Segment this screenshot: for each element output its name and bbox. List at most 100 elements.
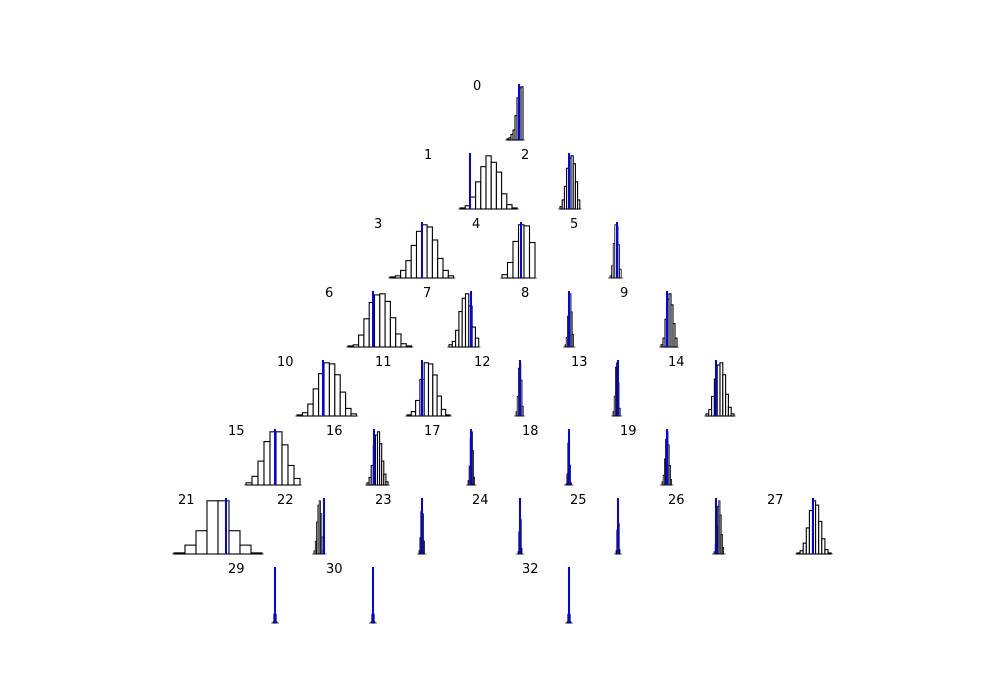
panel-label: 12 [474, 355, 491, 370]
histogram-panel-26: 26 [668, 493, 726, 555]
histogram-bar [577, 199, 581, 210]
histogram-bar [328, 363, 336, 417]
histogram-panel-12: 12 [474, 355, 526, 417]
histogram-bar [301, 412, 309, 417]
histogram-panel-10: 10 [277, 355, 359, 417]
histogram-bar [263, 441, 271, 486]
histogram-bar [520, 86, 524, 141]
histogram-panel-24: 24 [472, 493, 524, 555]
histogram-bar [394, 275, 402, 279]
histogram-bar [217, 500, 230, 555]
histogram-panel-25: 25 [570, 493, 622, 555]
panel-label: 26 [668, 493, 685, 508]
histogram-panel-27: 27 [767, 493, 834, 555]
histogram-panel-11: 11 [375, 355, 452, 417]
histogram-bar [384, 300, 391, 348]
histogram-bar [570, 482, 572, 486]
histogram-bar [389, 317, 397, 348]
histogram-bar [410, 411, 417, 417]
histogram-bar [426, 226, 433, 279]
histogram-bar [307, 403, 314, 417]
histogram-bar [251, 475, 259, 486]
histogram-bar [490, 161, 497, 210]
histogram-bar [379, 293, 386, 348]
histogram-panel-14: 14 [668, 355, 736, 417]
histogram-panel-32: 32 [522, 562, 573, 624]
histogram-panel-7: 7 [423, 286, 481, 348]
histogram-panel-3: 3 [374, 217, 456, 279]
panel-label: 21 [178, 493, 195, 508]
histogram-bar [501, 274, 509, 279]
panel-label: 25 [570, 493, 587, 508]
histogram-bar [571, 333, 574, 348]
histogram-panel-8: 8 [521, 286, 576, 348]
histogram-panel-13: 13 [571, 355, 623, 417]
panel-label: 4 [472, 217, 480, 232]
panel-label: 14 [668, 355, 685, 370]
histogram-bar [480, 166, 487, 210]
panel-label: 30 [326, 562, 343, 577]
histogram-bar [358, 334, 365, 348]
histogram-bar [239, 544, 252, 555]
histogram-bar [323, 362, 330, 417]
histogram-panel-1: 1 [424, 148, 520, 210]
panel-label: 7 [423, 286, 431, 301]
histogram-bar [730, 413, 735, 417]
panel-label: 2 [521, 148, 529, 163]
histogram-bar [373, 294, 381, 348]
histogram-panel-19: 19 [620, 424, 674, 486]
histogram-bar [474, 337, 480, 348]
histogram-panel-6: 6 [325, 286, 414, 348]
histogram-panel-0: 0 [473, 79, 525, 141]
histogram-bar [501, 193, 508, 210]
histogram-bar [619, 268, 622, 279]
histogram-bar [415, 399, 421, 417]
histogram-bar [350, 413, 357, 417]
histogram-bar [423, 540, 425, 555]
panel-label: 5 [570, 217, 578, 232]
panel-label: 10 [277, 355, 294, 370]
panel-label: 27 [767, 493, 784, 508]
histogram-bar [436, 395, 442, 417]
histogram-panel-21: 21 [172, 493, 264, 555]
histogram-bar [447, 275, 455, 279]
histogram-bar [400, 343, 407, 348]
histogram-bar [312, 388, 320, 417]
panel-label: 22 [277, 493, 294, 508]
panel-label: 15 [228, 424, 245, 439]
histogram-bar [423, 362, 430, 417]
histogram-bar [521, 405, 524, 417]
histogram-bar [618, 407, 621, 417]
histogram-panel-17: 17 [424, 424, 477, 486]
histogram-bar [506, 261, 514, 279]
panel-label: 8 [521, 286, 529, 301]
histogram-bar [506, 204, 513, 210]
histogram-bar [618, 549, 621, 555]
histogram-bar [670, 479, 673, 486]
panel-label: 19 [620, 424, 637, 439]
panel-label: 18 [522, 424, 539, 439]
histogram-bar [206, 500, 219, 555]
histogram-bar [281, 444, 289, 486]
panel-label: 6 [325, 286, 333, 301]
histogram-bar [442, 269, 449, 279]
panel-label: 13 [571, 355, 588, 370]
histogram-panel-18: 18 [522, 424, 574, 486]
histogram-bar [345, 407, 352, 417]
panel-label: 9 [620, 286, 628, 301]
histogram-bar [195, 530, 208, 555]
histogram-bar [228, 530, 241, 555]
histogram-panel-22: 22 [277, 493, 327, 555]
histogram-bar [395, 333, 402, 348]
panel-label: 0 [473, 79, 481, 94]
histogram-bar [245, 482, 253, 486]
histogram-bar [520, 548, 523, 555]
histogram-panel-30: 30 [326, 562, 377, 624]
panel-label: 29 [228, 562, 245, 577]
histogram-bar [512, 240, 520, 279]
histogram-bar [523, 225, 531, 279]
histogram-bar [469, 196, 477, 210]
histogram-panel-5: 5 [570, 217, 624, 279]
histogram-panel-16: 16 [326, 424, 390, 486]
